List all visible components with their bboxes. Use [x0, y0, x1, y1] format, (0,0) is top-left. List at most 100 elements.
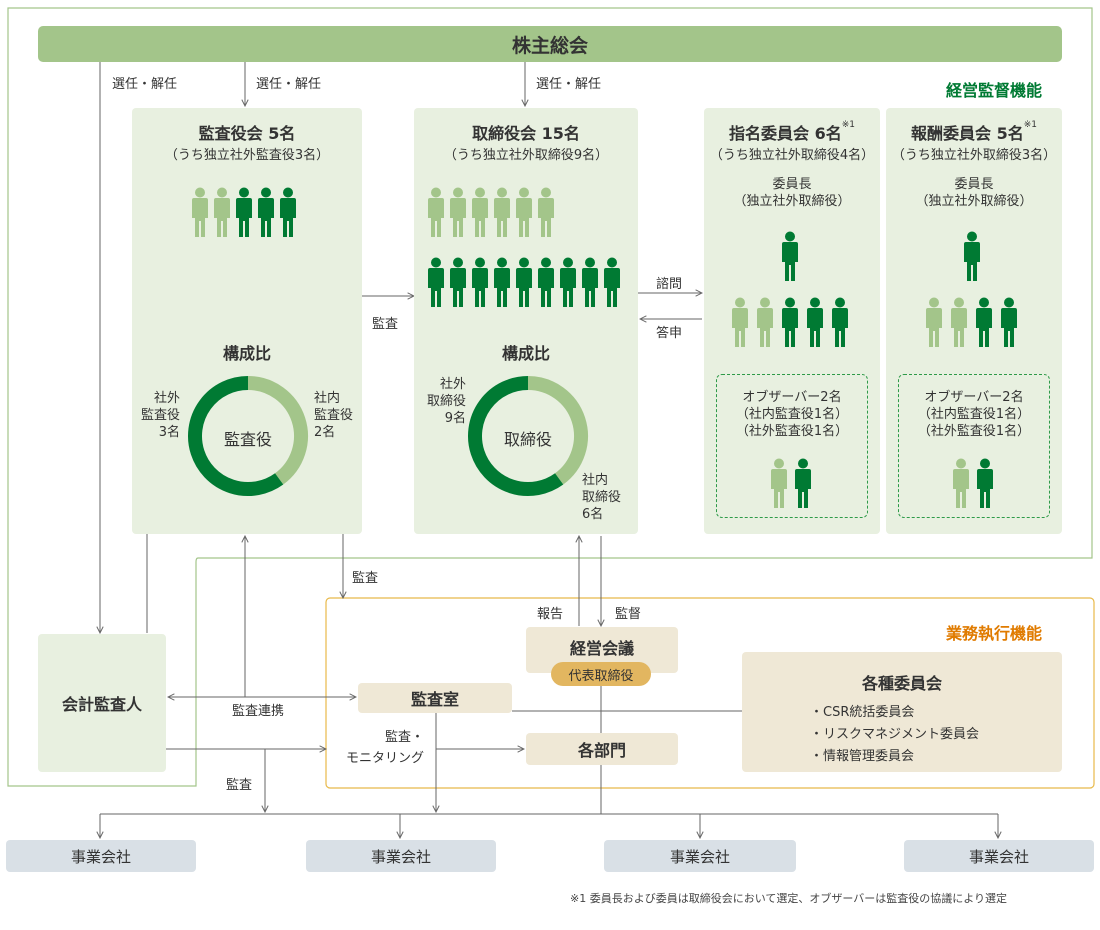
accounting-auditor: 会計監査人: [38, 634, 166, 772]
remuneration-chair-label: 委員長 （独立社外取締役）: [915, 177, 1033, 209]
execution-label: 業務執行機能: [946, 624, 1043, 643]
board-people: [426, 184, 626, 310]
person-icon: [782, 231, 798, 281]
audit-board-label: 監査: [372, 317, 399, 332]
person-icon: [560, 257, 576, 307]
person-icon: [926, 297, 942, 347]
donut-outside-segment: [188, 376, 284, 496]
person-icon: [472, 187, 488, 237]
board-sub: （うち独立社外取締役9名）: [443, 148, 609, 163]
nomination-observers: [769, 455, 817, 511]
elect-label-2: 選任・解任: [256, 77, 322, 92]
person-icon: [782, 297, 798, 347]
person-icon: [1001, 297, 1017, 347]
person-icon: [538, 187, 554, 237]
nomination-chair: [780, 228, 804, 284]
monitor-label: 監査・ モニタリング: [345, 730, 424, 766]
person-icon: [582, 257, 598, 307]
remuneration-observers: [951, 455, 999, 511]
auditors-title: 監査役会 5名: [198, 124, 296, 143]
person-icon: [953, 458, 969, 508]
committee-item: ・情報管理委員会: [810, 749, 915, 764]
person-icon: [450, 257, 466, 307]
person-icon: [472, 257, 488, 307]
person-icon: [494, 257, 510, 307]
audit-office: 監査室: [358, 683, 512, 713]
remuneration-observer-label: オブザーバー2名 （社内監査役1名） （社外監査役1名）: [917, 390, 1031, 439]
supervision-label: 経営監督機能: [946, 81, 1043, 100]
management-meeting-title: 経営会議: [569, 639, 634, 658]
committees-box: 各種委員会 ・CSR統括委員会 ・リスクマネジメント委員会 ・情報管理委員会: [742, 652, 1062, 772]
footnote: ※1 委員長および委員は取締役会において選定、オブザーバーは監査役の協議により選…: [570, 892, 1008, 905]
person-icon: [807, 297, 823, 347]
committees-list: ・CSR統括委員会 ・リスクマネジメント委員会 ・情報管理委員会: [810, 702, 1062, 768]
audit-down-label: 監査: [352, 571, 379, 586]
board-donut-center: 取締役: [503, 430, 552, 449]
donut-inside-segment: [527, 376, 588, 485]
company-2: 事業会社: [306, 840, 496, 872]
execution-outline: [325, 597, 1095, 789]
board-donut: [468, 376, 588, 496]
person-icon: [428, 257, 444, 307]
donut-outside-segment: [468, 376, 564, 496]
departments: 各部門: [526, 733, 678, 765]
auditors-panel: 監査役会 5名 （うち独立社外監査役3名） 構成比 監査役 社外 監査役 3名 …: [132, 108, 362, 534]
consult-label: 諮問: [656, 277, 683, 292]
person-icon: [757, 297, 773, 347]
nomination-members: [730, 294, 854, 350]
company-4: 事業会社: [904, 840, 1094, 872]
board-ratio-title: 構成比: [501, 344, 550, 363]
supervision-outline: [7, 7, 1093, 787]
person-icon: [977, 458, 993, 508]
nomination-observer-label: オブザーバー2名 （社内監査役1名） （社外監査役1名）: [735, 390, 849, 439]
committee-item: ・CSR統括委員会: [810, 705, 915, 720]
company-3: 事業会社: [604, 840, 796, 872]
auditors-sub: （うち独立社外監査役3名）: [164, 148, 330, 163]
committee-item: ・リスクマネジメント委員会: [810, 727, 980, 742]
nomination-sub: （うち独立社外取締役4名）: [709, 148, 875, 163]
person-icon: [795, 458, 811, 508]
committees-title: 各種委員会: [861, 674, 942, 693]
person-icon: [538, 257, 554, 307]
donut-inside-segment: [247, 376, 308, 485]
oversight-label: 監督: [615, 607, 642, 622]
elect-label-3: 選任・解任: [536, 77, 602, 92]
person-icon: [428, 187, 444, 237]
auditors-people: [190, 184, 302, 240]
person-icon: [771, 458, 787, 508]
auditors-outside-label: 社外 監査役 3名: [140, 391, 180, 440]
report-back-label: 答申: [656, 326, 683, 341]
person-icon: [732, 297, 748, 347]
audit-bottom-label: 監査: [226, 778, 253, 793]
person-icon: [964, 231, 980, 281]
person-icon: [494, 187, 510, 237]
elect-label-1: 選任・解任: [112, 77, 178, 92]
nomination-observer-box: オブザーバー2名 （社内監査役1名） （社外監査役1名）: [716, 374, 868, 518]
person-icon: [236, 187, 252, 237]
auditors-inside-label: 社内 監査役 2名: [314, 391, 354, 440]
remuneration-members: [924, 294, 1024, 350]
remuneration-chair: [962, 228, 986, 284]
auditors-donut: [188, 376, 308, 496]
remuneration-panel: 報酬委員会 5名※1 （うち独立社外取締役3名） 委員長 （独立社外取締役） オ…: [886, 108, 1062, 534]
board-panel: 取締役会 15名 （うち独立社外取締役9名） 構成比 取締役 社外 取締役 9名…: [414, 108, 638, 534]
nomination-chair-label: 委員長 （独立社外取締役）: [733, 177, 851, 209]
remuneration-title: 報酬委員会 5名※1: [911, 120, 1037, 143]
person-icon: [832, 297, 848, 347]
board-title: 取締役会 15名: [472, 124, 580, 143]
person-icon: [516, 187, 532, 237]
person-icon: [214, 187, 230, 237]
company-1: 事業会社: [6, 840, 196, 872]
board-inside-label: 社内 取締役 6名: [582, 473, 622, 522]
person-icon: [258, 187, 274, 237]
remuneration-sub: （うち独立社外取締役3名）: [891, 148, 1057, 163]
audit-link-label: 監査連携: [232, 704, 285, 719]
person-icon: [604, 257, 620, 307]
auditors-donut-center: 監査役: [223, 430, 272, 449]
person-icon: [976, 297, 992, 347]
person-icon: [450, 187, 466, 237]
remuneration-observer-box: オブザーバー2名 （社内監査役1名） （社外監査役1名）: [898, 374, 1050, 518]
person-icon: [951, 297, 967, 347]
nomination-panel: 指名委員会 6名※1 （うち独立社外取締役4名） 委員長 （独立社外取締役） オ…: [704, 108, 880, 534]
